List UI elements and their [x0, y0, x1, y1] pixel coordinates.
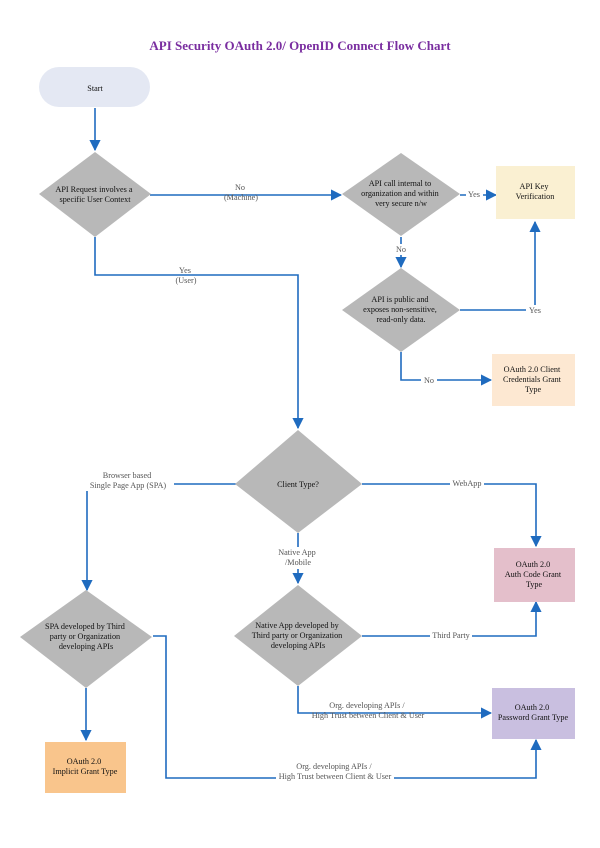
- client-type-decision: [235, 430, 362, 533]
- api-internal-decision: [342, 153, 460, 236]
- start-label: Start: [87, 84, 103, 93]
- spa-dev-decision: [20, 590, 152, 688]
- edge-api-public-to-api-key: [460, 220, 541, 311]
- api-key-box: [496, 166, 575, 219]
- password-box: [492, 688, 575, 739]
- api-internal-label: API call internal to organization and wi…: [361, 179, 441, 208]
- api-key-label: API Key Verification: [516, 182, 555, 201]
- api-public-decision: [342, 268, 460, 352]
- node-labels: Start API Request involves a specific Us…: [45, 84, 568, 776]
- auth-code-label: OAuth 2.0 Auth Code Grant Type: [505, 560, 563, 589]
- edge-label-org-spa: Org. developing APIs / High Trust betwee…: [279, 762, 392, 781]
- spa-dev-label: SPA developed by Third party or Organiza…: [45, 622, 127, 651]
- edge-label-webapp: WebApp: [453, 479, 482, 488]
- user-context-decision: [39, 152, 151, 237]
- edge-label-no-machine: No (Machine): [224, 183, 258, 202]
- edge-label-yes-key: Yes: [468, 190, 480, 199]
- edge-label-native: Native App /Mobile: [278, 548, 318, 567]
- chart-title: API Security OAuth 2.0/ OpenID Connect F…: [149, 38, 451, 53]
- password-label: OAuth 2.0 Password Grant Type: [498, 703, 569, 722]
- client-credentials-box: [492, 354, 575, 406]
- start-node: [39, 67, 150, 107]
- native-dev-decision: [234, 585, 362, 686]
- edge-user-context-to-client-type: [94, 237, 304, 430]
- api-public-label: API is public and exposes non-sensitive,…: [363, 295, 439, 324]
- edge-client-type-to-spa-dev: [81, 483, 236, 592]
- user-context-label: API Request involves a specific User Con…: [55, 185, 134, 204]
- client-type-label: Client Type?: [277, 480, 319, 489]
- edge-label-yes-user: Yes (User): [176, 266, 197, 285]
- client-credentials-label: OAuth 2.0 Client Credentials Grant Type: [503, 365, 563, 394]
- edge-label-yes-public: Yes: [529, 306, 541, 315]
- edge-client-type-to-auth-code: [362, 483, 542, 548]
- native-dev-label: Native App developed by Third party or O…: [252, 621, 345, 650]
- edge-native-dev-to-auth-code: [362, 600, 542, 637]
- nodes: [20, 67, 575, 793]
- edge-spa-dev-to-password: [153, 635, 542, 779]
- implicit-label: OAuth 2.0 Implicit Grant Type: [53, 757, 118, 776]
- edge-labels: No (Machine) Yes No Yes No Yes (User) Br…: [82, 183, 544, 783]
- edge-label-org-native: Org. developing APIs / High Trust betwee…: [312, 701, 425, 720]
- edge-api-public-to-client-credentials: [400, 352, 493, 386]
- auth-code-box: [494, 548, 575, 602]
- edge-label-no-public: No: [396, 245, 406, 254]
- edge-label-no-cc: No: [424, 376, 434, 385]
- implicit-box: [45, 742, 126, 793]
- edge-label-spa: Browser based Single Page App (SPA): [90, 471, 167, 490]
- edge-native-dev-to-password: [297, 686, 493, 719]
- edge-label-third-party: Third Party: [432, 631, 470, 640]
